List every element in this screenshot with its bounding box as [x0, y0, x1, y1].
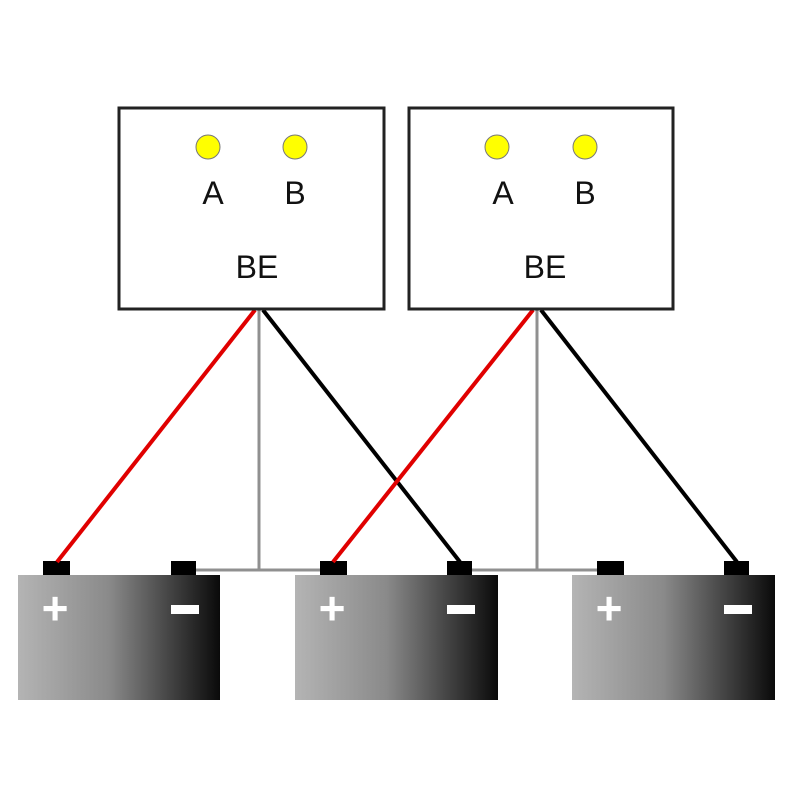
led-a-label: A	[202, 175, 224, 211]
positive-wire-1	[55, 308, 257, 564]
positive-wire-2	[331, 308, 535, 564]
led-b-label: B	[284, 175, 305, 211]
battery-3: + -	[0, 0, 775, 700]
negative-terminal	[447, 561, 472, 575]
minus-label: -	[0, 0, 1, 1]
minus-label: -	[0, 0, 1, 1]
be-unit-1: A B BE	[117, 106, 386, 311]
minus-sign	[724, 605, 752, 614]
minus-sign	[447, 605, 475, 614]
positive-terminal	[320, 561, 347, 575]
positive-terminal	[43, 561, 70, 575]
led-a-icon	[484, 134, 510, 160]
negative-terminal	[171, 561, 196, 575]
unit-name: BE	[524, 249, 567, 285]
plus-sign: +	[319, 582, 346, 634]
led-a-label: A	[492, 175, 514, 211]
led-b-label: B	[574, 175, 595, 211]
minus-label: -	[0, 0, 1, 1]
negative-terminal	[724, 561, 749, 575]
led-b-icon	[282, 134, 308, 160]
plus-sign: +	[42, 582, 69, 634]
minus-sign	[171, 605, 199, 614]
link-wires	[190, 310, 605, 572]
battery-2: + -	[0, 0, 498, 700]
negative-wire-2	[539, 308, 739, 564]
plus-sign: +	[596, 582, 623, 634]
battery-1: + -	[0, 0, 220, 700]
led-b-icon	[572, 134, 598, 160]
negative-wire-1	[261, 308, 462, 564]
unit-name: BE	[236, 249, 279, 285]
positive-terminal	[597, 561, 624, 575]
be-unit-2: A B BE	[407, 106, 675, 311]
led-a-icon	[195, 134, 221, 160]
